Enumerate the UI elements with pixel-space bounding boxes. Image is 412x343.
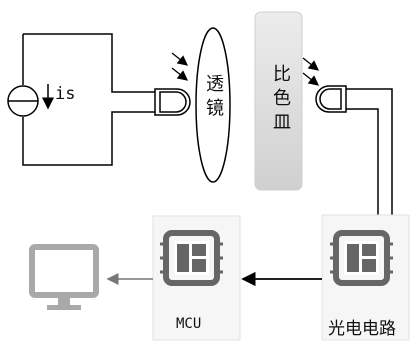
lens-label: 透镜 bbox=[203, 74, 224, 122]
mcu-label: MCU bbox=[176, 316, 202, 332]
current-source-label: is bbox=[55, 84, 76, 104]
wire-top bbox=[23, 33, 155, 93]
photo-circuit-label: 光电电路 bbox=[328, 319, 396, 339]
incident-light-arrows-left bbox=[171, 52, 189, 81]
wire-bottom bbox=[22, 111, 155, 166]
detector-wires bbox=[346, 88, 393, 215]
current-source-icon bbox=[7, 85, 39, 117]
mcu-chip-icon bbox=[160, 230, 223, 286]
incident-light-arrows-right bbox=[302, 57, 320, 86]
photodetector-icon bbox=[315, 85, 347, 113]
led-emitter-icon bbox=[154, 88, 191, 116]
photo-circuit-chip-icon bbox=[330, 230, 393, 286]
lens bbox=[195, 27, 231, 183]
cuvette bbox=[254, 11, 303, 191]
source-circuit bbox=[22, 33, 155, 166]
cuvette-label: 比色皿 bbox=[270, 64, 291, 136]
monitor-icon bbox=[29, 244, 99, 310]
